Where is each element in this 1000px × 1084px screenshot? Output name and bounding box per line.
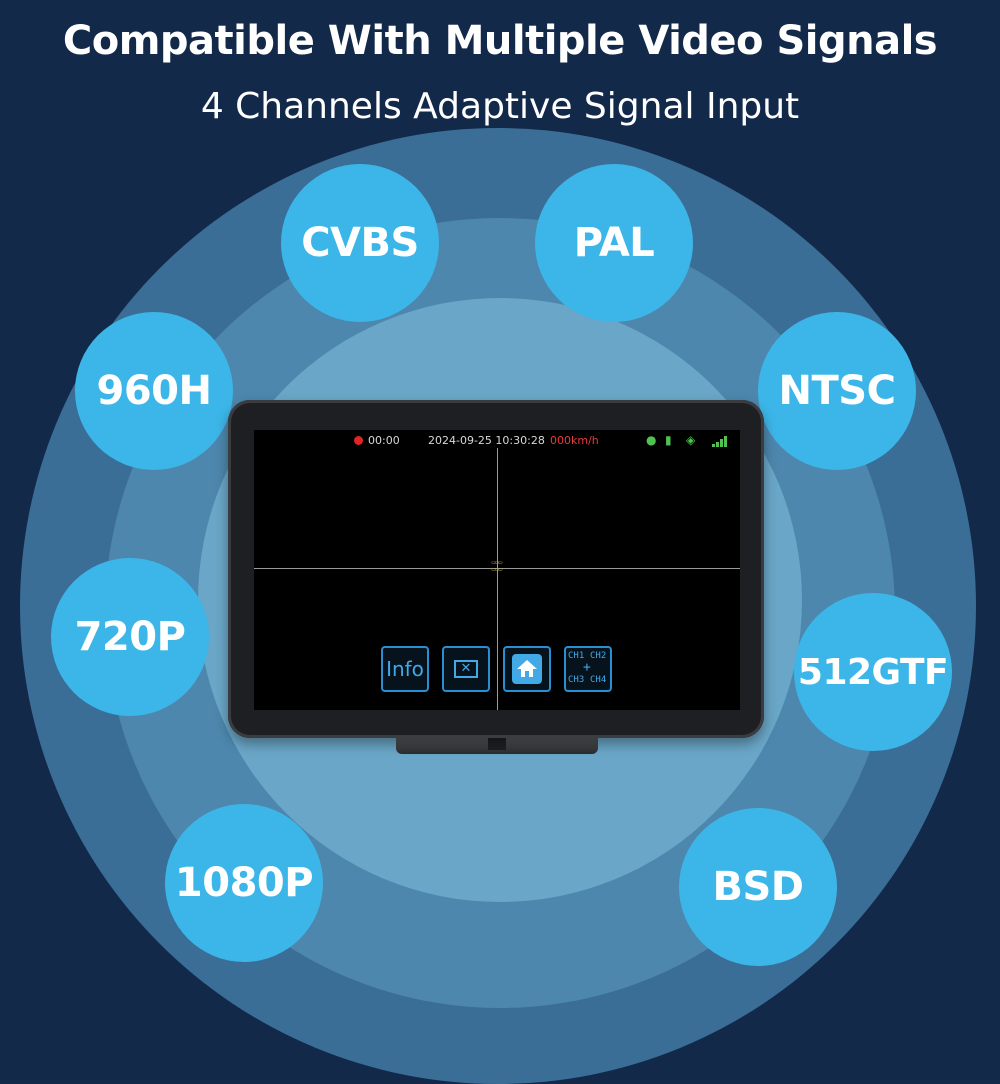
headline-subtitle: 4 Channels Adaptive Signal Input: [200, 86, 800, 127]
ch4-label: CH4: [590, 675, 607, 685]
wifi-icon: ◈: [686, 433, 696, 447]
gps-icon: ●: [646, 433, 657, 447]
signal-bubble-960h: 960H: [75, 312, 233, 470]
date-time: 2024-09-25 10:30:28: [428, 434, 545, 447]
signal-bubble-pal: PAL: [535, 164, 693, 322]
record-dot-icon: [354, 436, 363, 445]
record-time: 00:00: [368, 434, 400, 447]
status-bar: 00:00 2024-09-25 10:30:28 000km/h ● ▮ ◈: [254, 432, 740, 450]
signal-bubble-cvbs: CVBS: [281, 164, 439, 322]
ch3-label: CH3: [568, 675, 585, 685]
headline-title: Compatible With Multiple Video Signals: [62, 18, 938, 64]
ch1-label: CH1: [568, 651, 585, 661]
signal-bubble-720p: 720P: [51, 558, 209, 716]
signal-bars-icon: [712, 436, 728, 447]
close-icon: ✕: [454, 660, 478, 678]
ch2-label: CH2: [590, 651, 607, 661]
four-channel-icon: CH1 CH2 + CH3 CH4: [566, 649, 610, 689]
signal-bubble-1080p: 1080P: [165, 804, 323, 962]
info-button-label: Info: [386, 657, 424, 681]
speed-readout: 000km/h: [550, 434, 599, 447]
home-icon: [512, 654, 542, 684]
signal-bubble-bsd: BSD: [679, 808, 837, 966]
sd-card-icon: ▮: [665, 433, 672, 447]
signal-bubble-ntsc: NTSC: [758, 312, 916, 470]
signal-bubble-512gtf: 512GTF: [794, 593, 952, 751]
channel-split-button[interactable]: CH1 CH2 + CH3 CH4: [564, 646, 612, 692]
monitor-device: 00:00 2024-09-25 10:30:28 000km/h ● ▮ ◈ …: [228, 400, 764, 738]
close-button[interactable]: ✕: [442, 646, 490, 692]
plus-icon: +: [583, 660, 591, 675]
monitor-screen: 00:00 2024-09-25 10:30:28 000km/h ● ▮ ◈ …: [254, 430, 740, 710]
quad-divider-horizontal: [254, 568, 740, 569]
center-marker-icon: ▭▭▭▭▭▭: [491, 559, 503, 573]
info-button[interactable]: Info: [381, 646, 429, 692]
quad-divider-vertical: [497, 448, 498, 710]
mount-notch: [488, 736, 506, 750]
home-button[interactable]: [503, 646, 551, 692]
